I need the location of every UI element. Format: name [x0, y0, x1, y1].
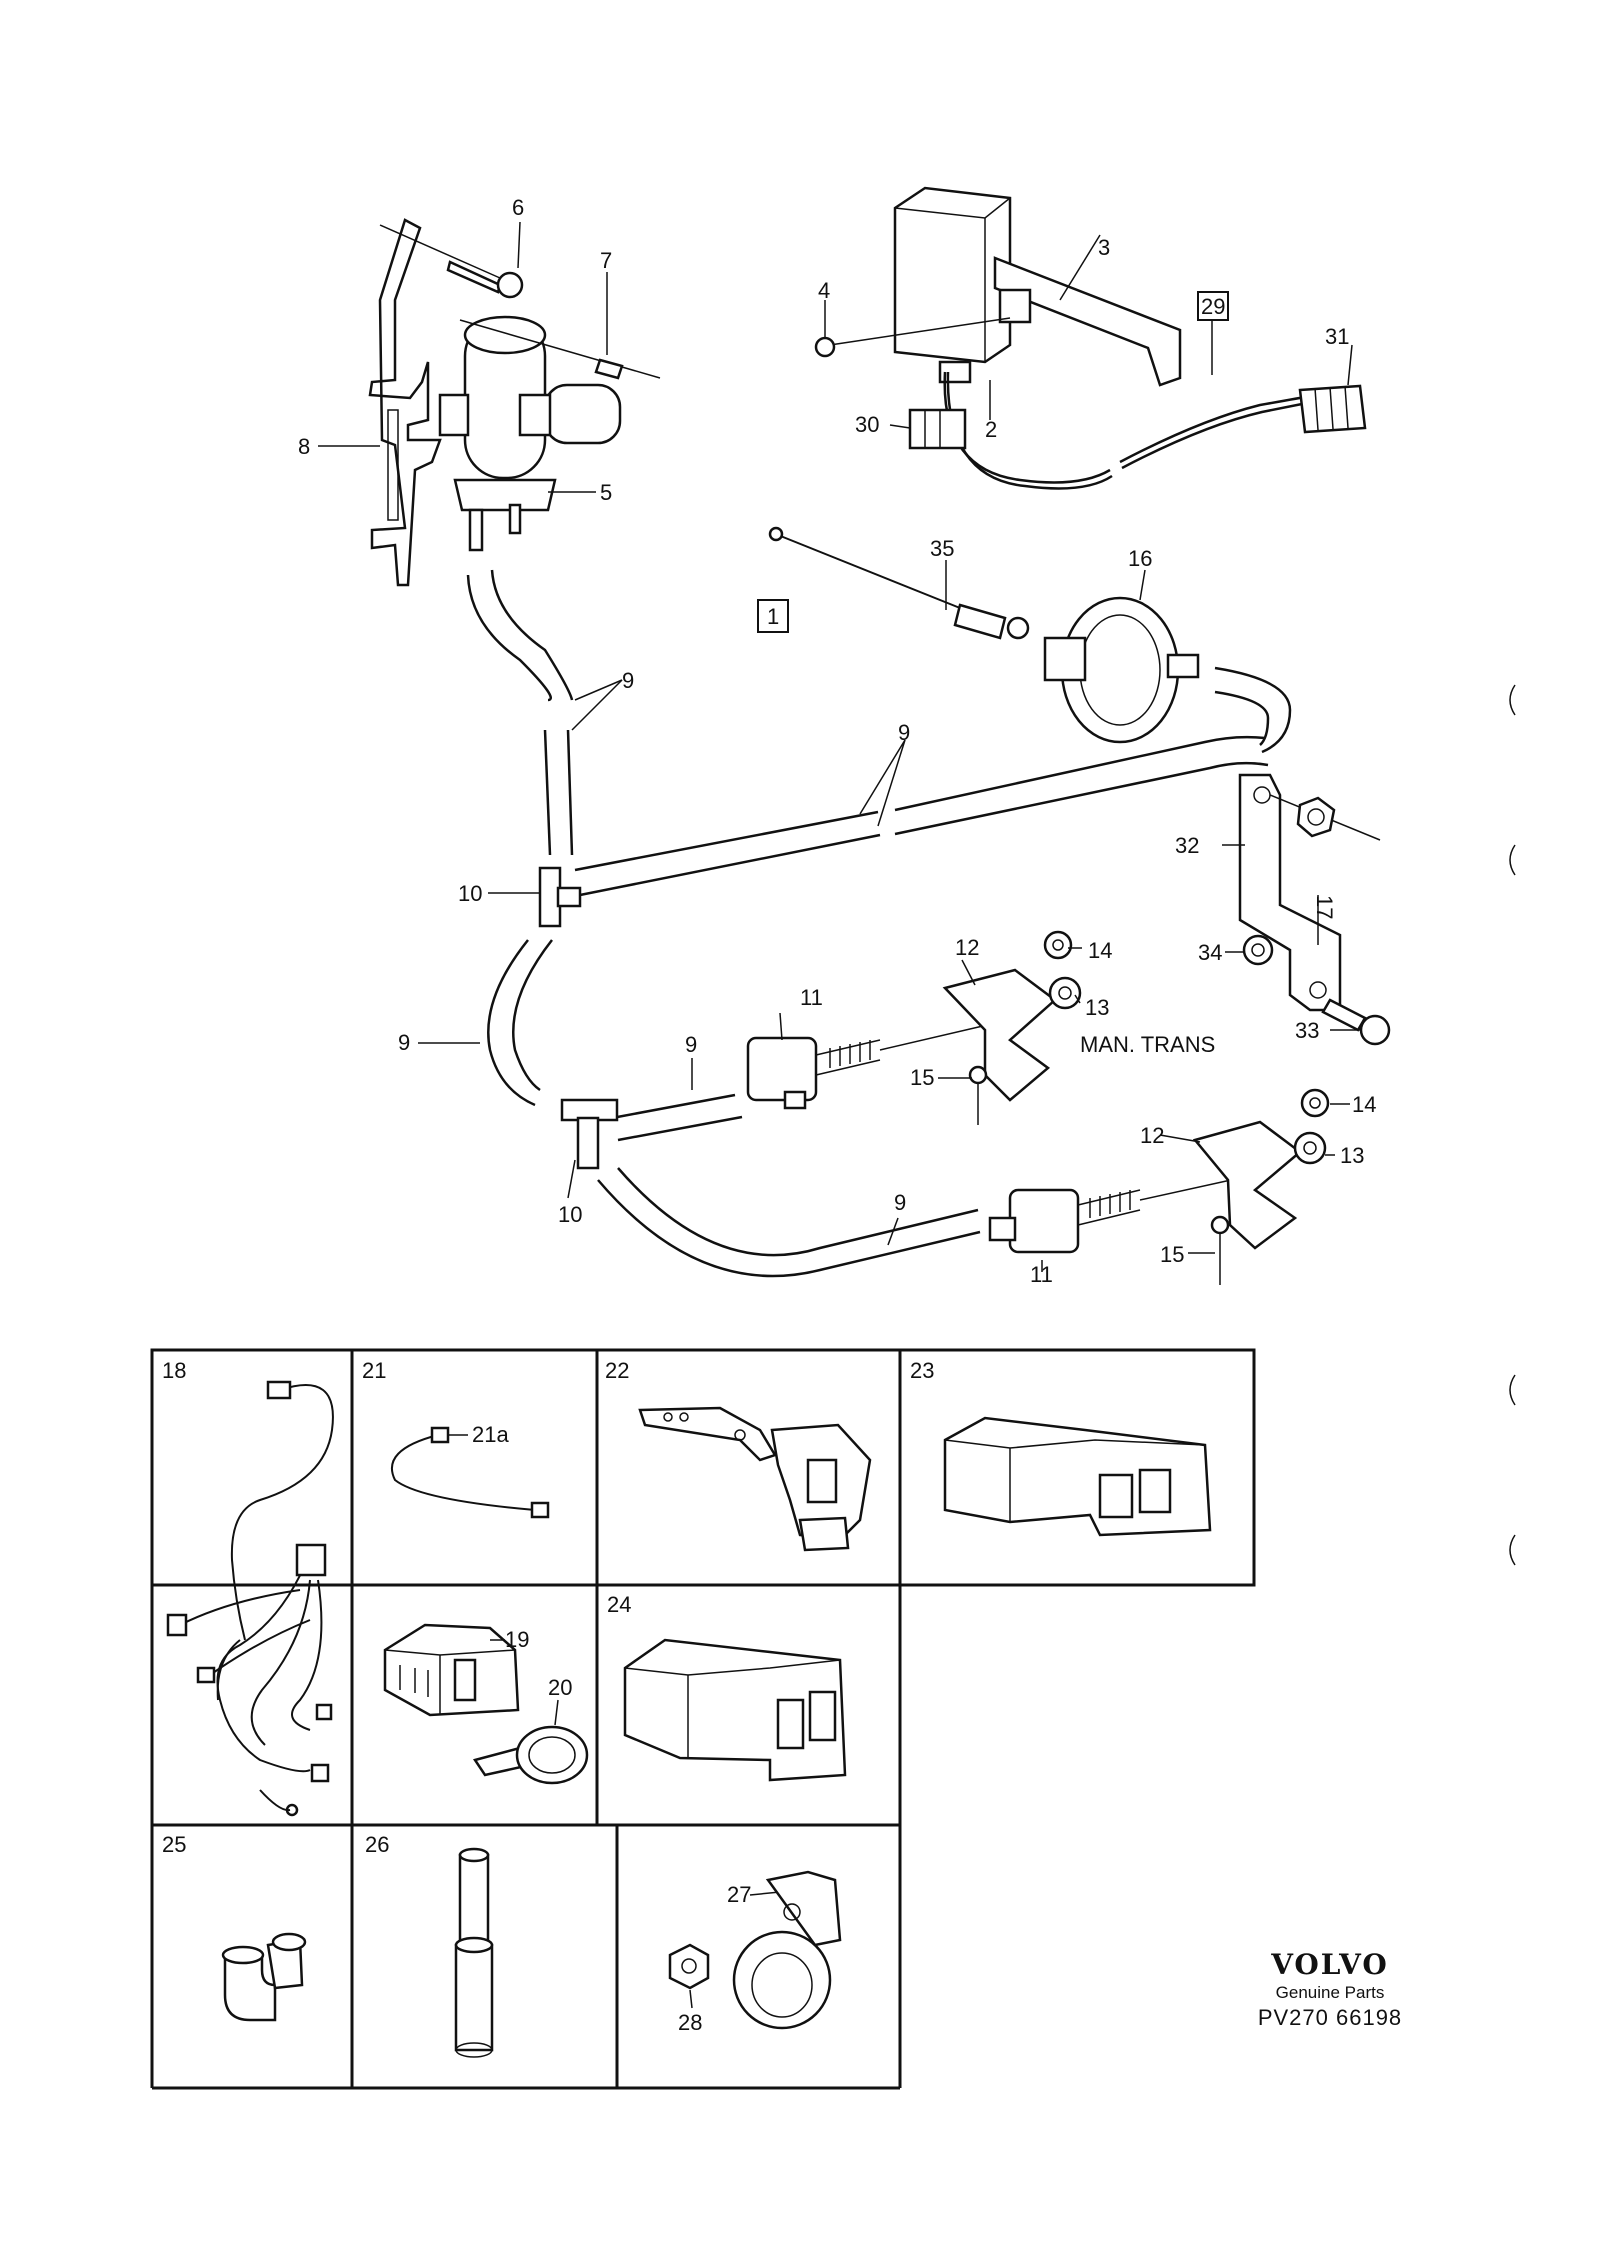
callout-15-a: 15	[910, 1065, 934, 1090]
washer-part-34	[1242, 934, 1274, 966]
callout-15-b: 15	[1160, 1242, 1184, 1267]
cell-23-connector-housing: 23	[910, 1358, 1212, 1537]
cell-24-connector-housing: 24	[607, 1592, 847, 1782]
washer-part-14-upper	[1043, 930, 1073, 960]
margin-marks	[1509, 684, 1516, 1566]
nut-part-17	[1269, 794, 1381, 841]
callout-23: 23	[910, 1358, 934, 1383]
callout-13-b: 13	[1340, 1143, 1364, 1168]
bracket-part-12-upper	[942, 968, 1057, 1102]
callout-9-d: 9	[685, 1032, 697, 1057]
upper-callouts: 6 7 8 5 3 4 2 30 31 29 1 35 16 9 9 10 32…	[298, 195, 1376, 1287]
callout-10-b: 10	[558, 1202, 582, 1227]
callout-28: 28	[678, 2010, 702, 2035]
cell-21-cable: 21 21a	[362, 1358, 550, 1519]
wiring-part-29	[943, 371, 1313, 490]
callout-17: 17	[1312, 895, 1337, 919]
callout-30: 30	[855, 412, 879, 437]
callout-7: 7	[600, 248, 612, 273]
callout-22: 22	[605, 1358, 629, 1383]
callout-6: 6	[512, 195, 524, 220]
callout-10-a: 10	[458, 881, 482, 906]
screw-part-15-upper	[968, 1065, 988, 1125]
cable-part-35	[768, 526, 1030, 640]
screw-part-15-lower	[1210, 1215, 1230, 1285]
cell-19-relay-socket: 19	[383, 1623, 529, 1717]
nut-part-13-lower	[1293, 1131, 1327, 1165]
callout-5: 5	[600, 480, 612, 505]
switch-part-11-lower	[988, 1177, 1241, 1254]
t-piece-part-10-lower	[560, 1098, 619, 1170]
brand-block: VOLVO Genuine Parts PV270 66198	[1230, 1948, 1430, 2031]
callout-9-c: 9	[398, 1030, 410, 1055]
man-trans-note: MAN. TRANS	[1080, 1032, 1215, 1057]
callout-18: 18	[162, 1358, 186, 1383]
callout-27: 27	[727, 1882, 751, 1907]
hose-part-9-upper	[466, 569, 1292, 897]
callout-13-a: 13	[1085, 995, 1109, 1020]
callout-25: 25	[162, 1832, 186, 1857]
cell-28-nut: 28	[668, 1943, 710, 2035]
cell-20-tie-strap: 20	[472, 1675, 589, 1785]
callout-14-a: 14	[1088, 938, 1112, 963]
bracket-part-12-lower	[1192, 1120, 1303, 1250]
reference-box-1	[757, 599, 789, 633]
brand-subtitle: Genuine Parts	[1275, 1983, 1385, 2002]
callout-33: 33	[1295, 1018, 1319, 1043]
volvo-logo: VOLVO	[1271, 1948, 1389, 1981]
callout-29: 29	[1201, 294, 1225, 319]
callout-31: 31	[1325, 324, 1349, 349]
callout-32: 32	[1175, 833, 1199, 858]
callout-14-b: 14	[1352, 1092, 1376, 1117]
cell-26-hose-adapter: 26	[365, 1832, 494, 2058]
callout-21: 21	[362, 1358, 386, 1383]
callout-2: 2	[985, 417, 997, 442]
screw-part-6	[379, 224, 524, 299]
callout-11-b: 11	[1030, 1262, 1053, 1287]
detail-grid	[150, 1348, 1256, 2090]
leader-lines	[318, 221, 1362, 1272]
callout-35: 35	[930, 536, 954, 561]
cell-27-clamp: 27	[727, 1870, 842, 2030]
callout-16: 16	[1128, 546, 1152, 571]
callout-12-b: 12	[1140, 1123, 1164, 1148]
nut-part-13-upper	[1048, 976, 1082, 1010]
hose-part-9-lower	[487, 939, 981, 1278]
terminal-part-7	[459, 319, 661, 380]
callout-26: 26	[365, 1832, 389, 1857]
callout-34: 34	[1198, 940, 1222, 965]
connector-part-30	[908, 408, 967, 450]
vacuum-servo-part-16	[1043, 596, 1200, 744]
vacuum-valve-part-5	[438, 315, 622, 552]
callout-20: 20	[548, 1675, 572, 1700]
callout-3: 3	[1098, 235, 1110, 260]
callout-19: 19	[505, 1627, 529, 1652]
control-unit-part-2	[893, 186, 1012, 384]
callout-9-e: 9	[894, 1190, 906, 1215]
diagram-code: PV270 66198	[1257, 2005, 1403, 2030]
washer-part-14-lower	[1300, 1088, 1330, 1118]
callout-4: 4	[818, 278, 830, 303]
callout-9-b: 9	[898, 720, 910, 745]
callout-1: 1	[767, 604, 779, 629]
cell-18-wiring-harness: 18	[162, 1358, 334, 1817]
callout-11-a: 11	[800, 985, 823, 1010]
cell-25-elbow: 25	[162, 1832, 307, 2022]
callout-9-a: 9	[622, 668, 634, 693]
t-piece-part-10-upper	[538, 866, 582, 928]
bracket-part-8	[368, 218, 442, 587]
callout-8: 8	[298, 434, 310, 459]
callout-21a: 21a	[472, 1422, 509, 1447]
callout-24: 24	[607, 1592, 631, 1617]
bracket-part-3	[993, 256, 1182, 387]
cell-22-relay-holder: 22	[605, 1358, 872, 1552]
connector-part-31	[1298, 384, 1367, 434]
callout-12-a: 12	[955, 935, 979, 960]
screw-part-33	[1321, 998, 1391, 1046]
switch-part-11-upper	[746, 1021, 1001, 1110]
